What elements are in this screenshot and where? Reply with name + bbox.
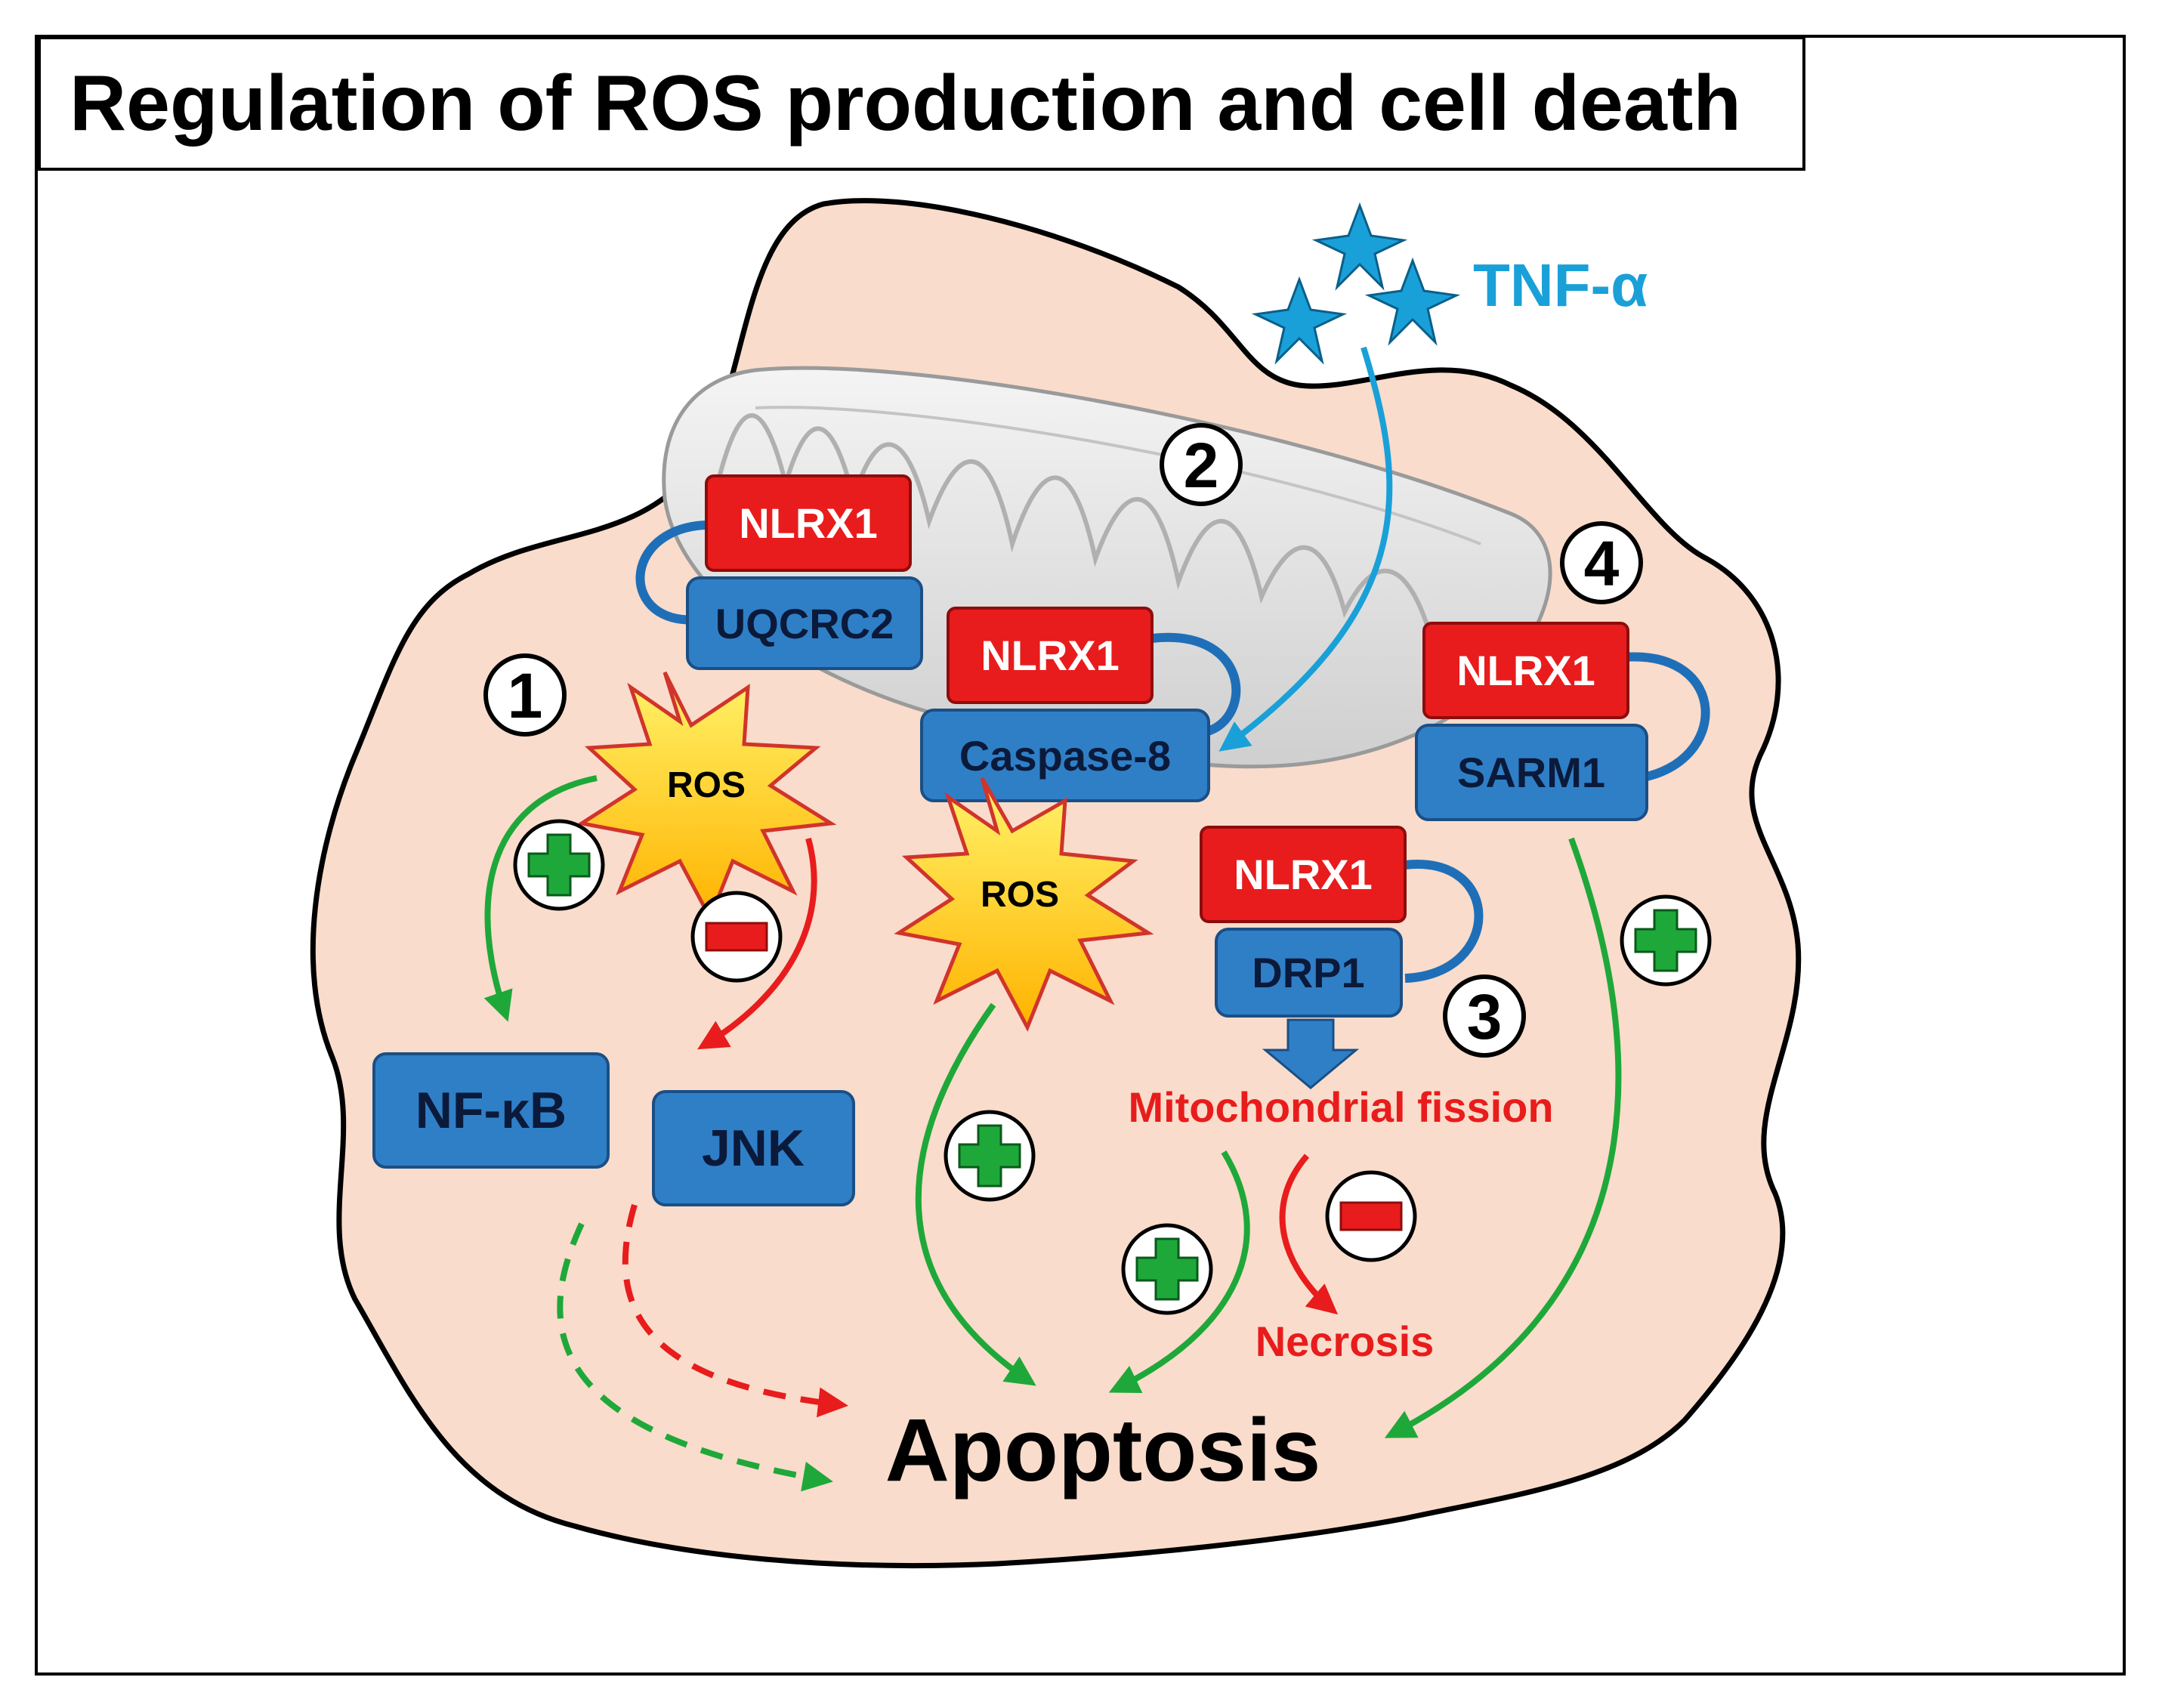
minus-sign-1	[690, 891, 783, 983]
fission-to-apoptosis-arrow	[1108, 1150, 1250, 1394]
uqcrc2-box	[686, 576, 923, 670]
nlrx1-label-1: NLRX1	[739, 499, 878, 547]
nlrx1-box-4	[1422, 622, 1629, 719]
plus-sign-1	[513, 819, 605, 911]
tnf-alpha-molecules	[1251, 202, 1461, 365]
jnk-label: JNK	[702, 1120, 805, 1177]
uqcrc2-label: UQCRC2	[715, 600, 894, 647]
mitochondrial-fission-label: Mitochondrial fission	[1128, 1083, 1553, 1131]
caspase8-label: Caspase-8	[959, 732, 1171, 780]
sarm1-label: SARM1	[1457, 749, 1605, 796]
svg-text:ROS: ROS	[667, 765, 746, 805]
page-title: Regulation of ROS production and cell de…	[38, 36, 1805, 171]
ros-to-jnk-arrow	[697, 837, 817, 1050]
apoptosis-label: Apoptosis	[885, 1401, 1321, 1500]
sarm1-to-apoptosis-arrow	[1384, 837, 1622, 1438]
nlrx1-label-3: NLRX1	[1234, 851, 1373, 898]
ros-to-nfkb-arrow	[483, 775, 598, 1022]
marker-4: 4	[1560, 521, 1643, 604]
svg-text:4: 4	[1584, 528, 1620, 599]
nlrx1-box-2	[947, 607, 1154, 704]
nfkb-to-apoptosis-arrow	[557, 1222, 833, 1492]
nlrx1-box-3	[1200, 826, 1407, 923]
jnk-box	[652, 1090, 855, 1206]
minus-sign-2	[1325, 1170, 1417, 1262]
nfkb-box	[372, 1052, 610, 1169]
marker-3: 3	[1443, 974, 1526, 1058]
linker-sarm1	[1623, 652, 1710, 783]
drp1-box	[1215, 928, 1403, 1018]
linker-drp1	[1404, 860, 1484, 983]
ros-burst-2: ROS	[894, 777, 1154, 1032]
nfkb-label: NF-κB	[415, 1082, 567, 1139]
nlrx1-box-1	[705, 474, 912, 572]
tnf-to-caspase8-arrow	[1218, 346, 1393, 752]
nlrx1-label-4: NLRX1	[1456, 647, 1595, 694]
ros2-to-apoptosis-arrow	[915, 1002, 1036, 1386]
tnf-alpha-label: TNF-α	[1473, 252, 1648, 319]
linker-caspase8	[1151, 632, 1241, 737]
drp1-label: DRP1	[1252, 949, 1364, 996]
plus-sign-4	[1620, 894, 1712, 987]
svg-text:ROS: ROS	[981, 875, 1059, 915]
ros-burst-1: ROS	[576, 671, 837, 922]
jnk-to-apoptosis-arrow	[622, 1203, 848, 1418]
svg-text:1: 1	[508, 660, 543, 731]
marker-2: 2	[1160, 423, 1243, 506]
linker-uqcrc2	[635, 520, 707, 625]
plus-sign-3	[1121, 1223, 1213, 1315]
plus-sign-2	[944, 1110, 1036, 1202]
svg-text:3: 3	[1467, 981, 1503, 1052]
marker-1: 1	[483, 653, 567, 737]
fission-to-necrosis-arrow	[1279, 1154, 1339, 1315]
drp1-fission-arrow	[1262, 1018, 1360, 1089]
svg-text:2: 2	[1184, 430, 1219, 501]
nlrx1-label-2: NLRX1	[981, 632, 1120, 679]
sarm1-box	[1415, 724, 1648, 821]
necrosis-label: Necrosis	[1256, 1317, 1435, 1365]
